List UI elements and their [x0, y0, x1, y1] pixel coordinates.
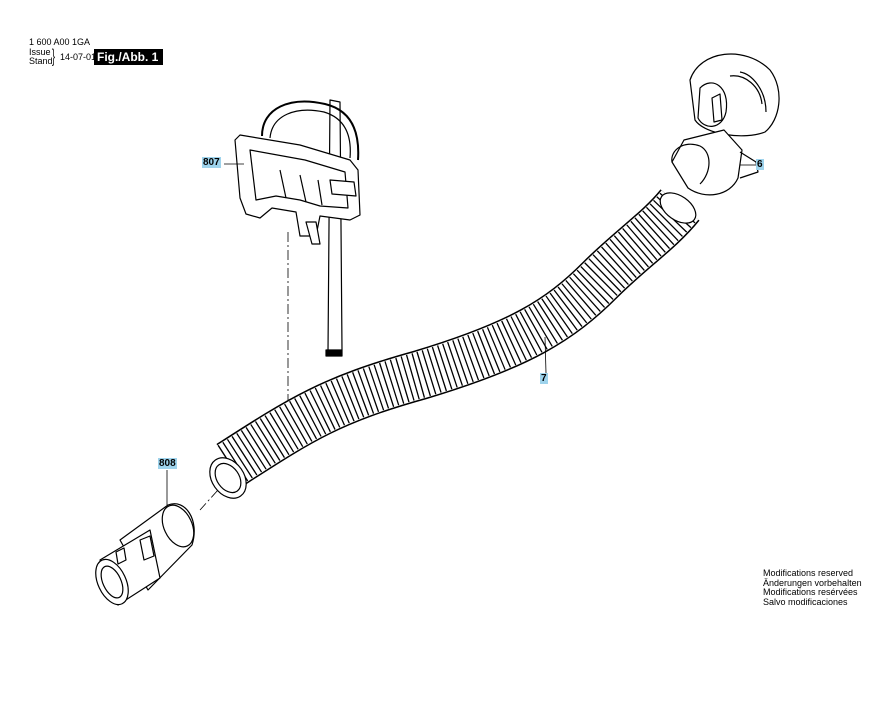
issue-label: Issue: [29, 47, 51, 57]
corrugated-hose-part: [209, 188, 700, 499]
callout-807: 807: [202, 157, 221, 168]
end-piece-part: [671, 53, 780, 196]
notice-line: Modifications resérvées: [763, 587, 858, 597]
callout-7: 7: [540, 373, 548, 384]
brace-glyph: }: [52, 46, 56, 66]
modifications-notice: Modifications reserved Änderungen vorbeh…: [763, 568, 862, 607]
issue-date: 14-07-01: [60, 52, 97, 62]
callout-6: 6: [756, 159, 764, 170]
notice-line: Modifications reserved: [763, 568, 854, 578]
stand-label: Stand: [29, 56, 53, 66]
figure-tag: Fig./Abb. 1: [94, 49, 164, 65]
connector-sleeve-part: [95, 503, 195, 606]
notice-line: Salvo modificaciones: [763, 596, 848, 607]
notice-line: Änderungen vorbehalten: [763, 577, 862, 588]
part-number: 1 600 A00 1GA: [29, 37, 91, 47]
hose-clip-part: [234, 99, 361, 357]
callout-808: 808: [158, 458, 177, 469]
